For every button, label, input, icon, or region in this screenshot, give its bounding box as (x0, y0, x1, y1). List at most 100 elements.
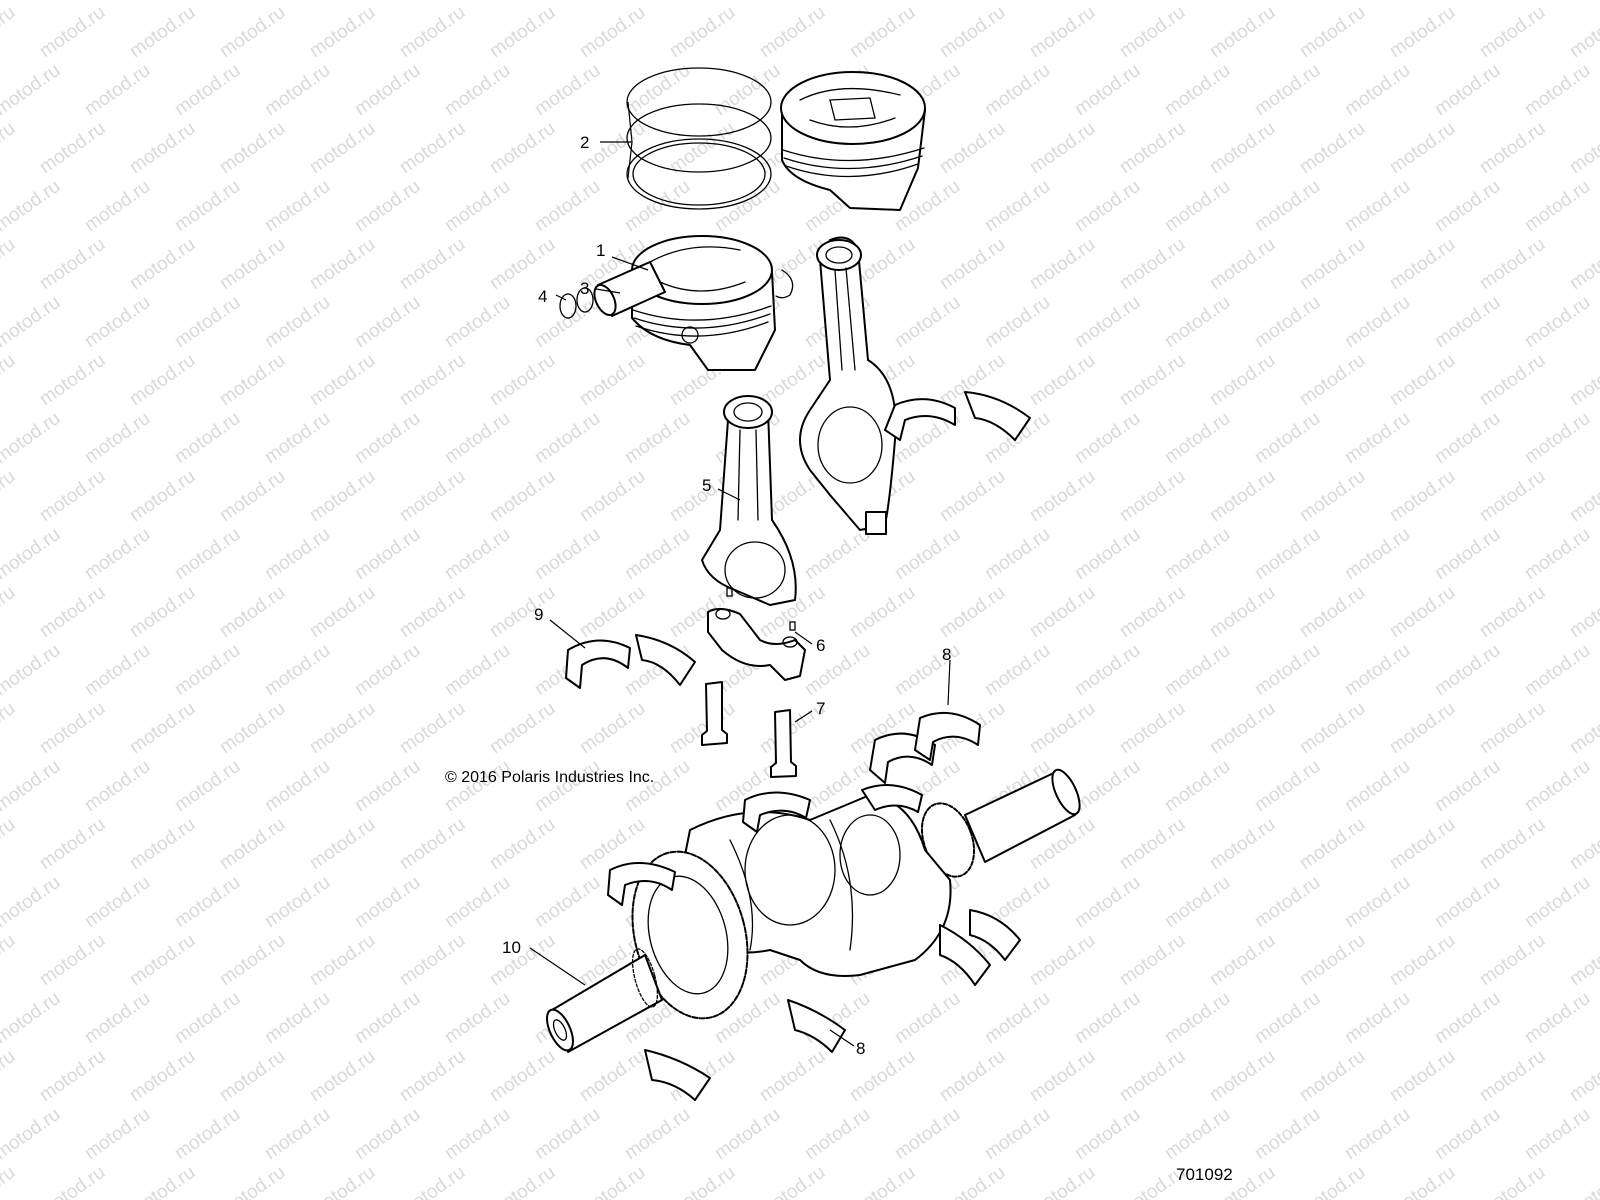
watermark-text: motod.ru (396, 1162, 469, 1200)
connecting-rod-upper[interactable] (799, 236, 897, 535)
watermark-text: motod.ru (486, 2, 559, 62)
rod-cap[interactable] (707, 587, 806, 681)
watermark-text: motod.ru (216, 350, 289, 410)
watermark-text: motod.ru (81, 872, 154, 932)
watermark-text: motod.ru (621, 0, 694, 4)
watermark-text: motod.ru (1161, 756, 1234, 816)
watermark-text: motod.ru (486, 582, 559, 642)
watermark-text: motod.ru (36, 118, 109, 178)
watermark-text: motod.ru (531, 0, 604, 4)
watermark-text: motod.ru (1116, 1046, 1189, 1106)
watermark-text: motod.ru (1161, 0, 1234, 4)
watermark-text: motod.ru (81, 408, 154, 468)
watermark-text: motod.ru (1251, 176, 1324, 236)
watermark-text: motod.ru (81, 0, 154, 4)
watermark-text: motod.ru (1476, 814, 1549, 874)
watermark-text: motod.ru (1341, 524, 1414, 584)
watermark-text: motod.ru (1566, 930, 1600, 990)
watermark-text: motod.ru (36, 1046, 109, 1106)
callout-10: 10 (502, 938, 521, 957)
watermark-text: motod.ru (0, 350, 19, 410)
watermark-text: motod.ru (1071, 292, 1144, 352)
watermark-text: motod.ru (801, 640, 874, 700)
watermark-text: motod.ru (1521, 176, 1594, 236)
watermark-text: motod.ru (0, 988, 64, 1048)
piston-pin[interactable] (590, 261, 666, 318)
watermark-text: motod.ru (81, 524, 154, 584)
watermark-text: motod.ru (891, 640, 964, 700)
watermark-text: motod.ru (306, 1162, 379, 1200)
watermark-text: motod.ru (81, 292, 154, 352)
watermark-text: motod.ru (126, 234, 199, 294)
watermark-text: motod.ru (666, 2, 739, 62)
watermark-text: motod.ru (576, 2, 649, 62)
watermark-text: motod.ru (1251, 60, 1324, 120)
watermark-text: motod.ru (1296, 814, 1369, 874)
pin-clips[interactable] (559, 287, 594, 319)
watermark-text: motod.ru (1026, 350, 1099, 410)
watermark-text: motod.ru (981, 292, 1054, 352)
watermark-text: motod.ru (171, 872, 244, 932)
piston[interactable] (631, 235, 776, 371)
watermark-text: motod.ru (891, 524, 964, 584)
watermark-text: motod.ru (1206, 582, 1279, 642)
watermark-text: motod.ru (1161, 872, 1234, 932)
watermark-text: motod.ru (0, 234, 19, 294)
connecting-rod[interactable] (701, 395, 797, 606)
watermark-text: motod.ru (1206, 814, 1279, 874)
watermark-text: motod.ru (1476, 118, 1549, 178)
watermark-text: motod.ru (216, 582, 289, 642)
watermark-text: motod.ru (171, 988, 244, 1048)
watermark-text: motod.ru (441, 1104, 514, 1164)
rod-bolts[interactable] (701, 681, 797, 778)
watermark-text: motod.ru (756, 1162, 829, 1200)
watermark-text: motod.ru (486, 350, 559, 410)
watermark-text: motod.ru (0, 466, 19, 526)
watermark-text: motod.ru (171, 176, 244, 236)
watermark-text: motod.ru (1071, 1104, 1144, 1164)
watermark-text: motod.ru (216, 234, 289, 294)
watermark-text: motod.ru (531, 1104, 604, 1164)
watermark-text: motod.ru (216, 698, 289, 758)
watermark-text: motod.ru (216, 1162, 289, 1200)
watermark-text: motod.ru (81, 640, 154, 700)
watermark-text: motod.ru (1026, 1046, 1099, 1106)
main-bearing-shells[interactable] (607, 784, 1021, 1101)
watermark-text: motod.ru (1431, 524, 1504, 584)
pin-clip-right[interactable] (775, 269, 794, 299)
watermark-text: motod.ru (846, 582, 919, 642)
watermark-text: motod.ru (936, 1046, 1009, 1106)
watermark-text: motod.ru (756, 2, 829, 62)
piston-rings[interactable] (626, 67, 772, 210)
watermark-text: motod.ru (36, 350, 109, 410)
watermark-text: motod.ru (1296, 234, 1369, 294)
watermark-text: motod.ru (126, 118, 199, 178)
watermark-text: motod.ru (981, 60, 1054, 120)
watermark-text: motod.ru (1206, 1046, 1279, 1106)
watermark-text: motod.ru (261, 1104, 334, 1164)
callout-4: 4 (538, 287, 547, 306)
watermark-text: motod.ru (351, 988, 424, 1048)
watermark-text: motod.ru (1296, 698, 1369, 758)
watermark-text: motod.ru (171, 408, 244, 468)
crankshaft[interactable] (542, 766, 1086, 1054)
watermark-text: motod.ru (1386, 2, 1459, 62)
watermark-text: motod.ru (1116, 930, 1189, 990)
watermark-text: motod.ru (981, 640, 1054, 700)
watermark-text: motod.ru (81, 756, 154, 816)
watermark-text: motod.ru (351, 872, 424, 932)
rod-bearing-shells[interactable] (565, 634, 696, 689)
watermark-text: motod.ru (0, 1104, 64, 1164)
watermark-text: motod.ru (396, 582, 469, 642)
piston-upper[interactable] (780, 71, 926, 211)
watermark-text: motod.ru (36, 814, 109, 874)
main-bearing-shells-upper[interactable] (869, 711, 981, 784)
watermark-text: motod.ru (261, 524, 334, 584)
watermark-text: motod.ru (1521, 872, 1594, 932)
watermark-text: motod.ru (981, 0, 1054, 4)
watermark-text: motod.ru (711, 60, 784, 120)
watermark-text: motod.ru (441, 988, 514, 1048)
watermark-text: motod.ru (1431, 872, 1504, 932)
rod-bearing-upper-pair[interactable] (884, 391, 1031, 441)
watermark-text: motod.ru (261, 640, 334, 700)
